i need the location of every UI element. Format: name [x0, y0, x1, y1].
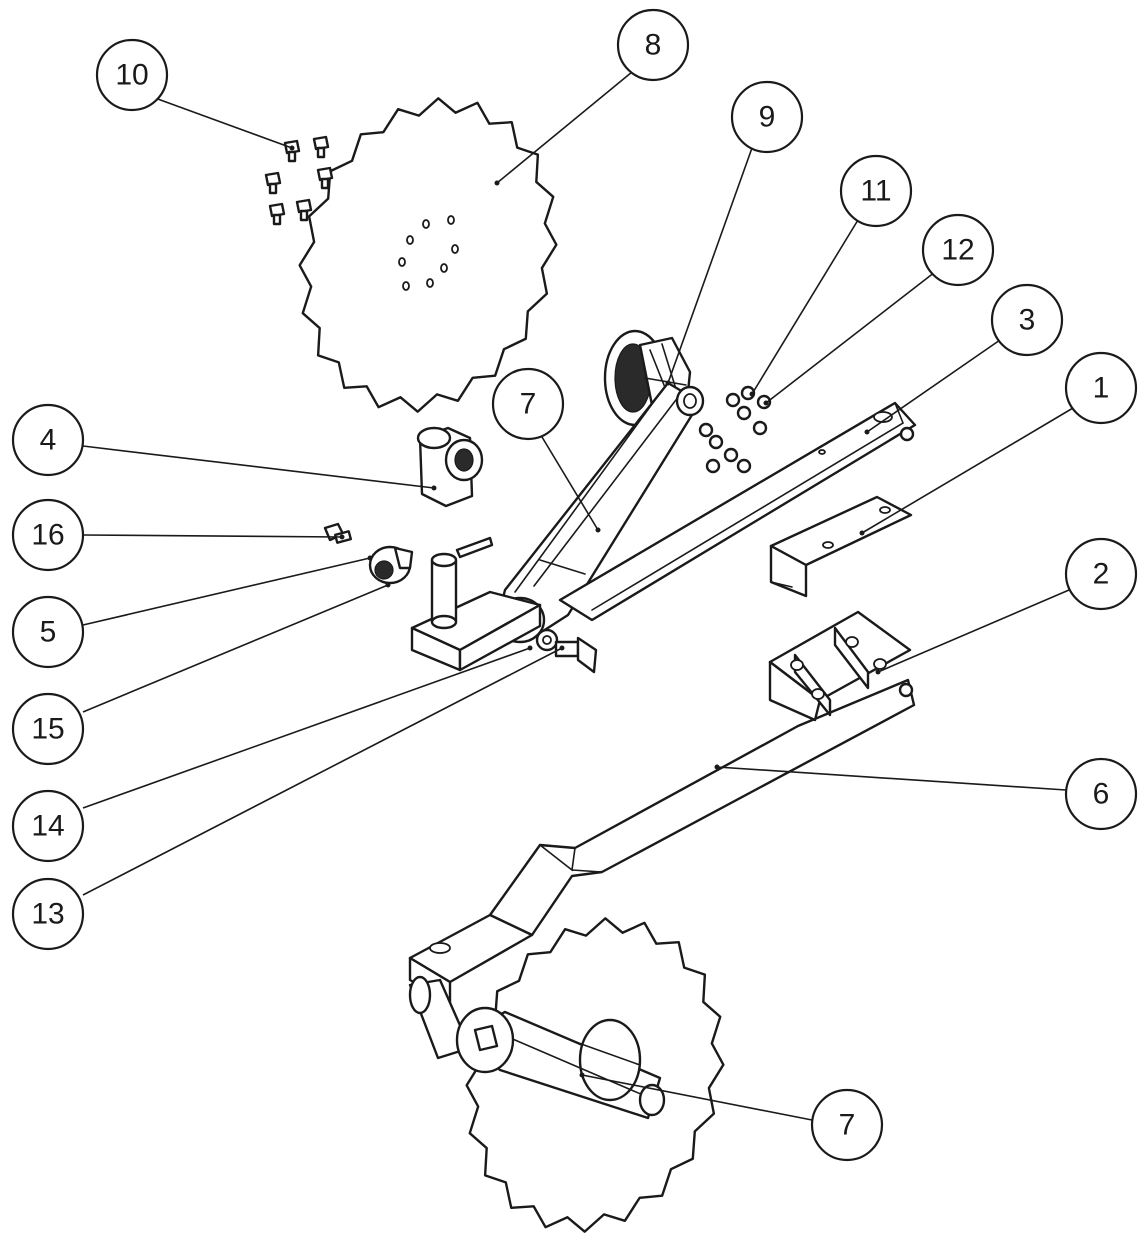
leader-dot	[665, 380, 671, 386]
leader-line	[541, 436, 599, 531]
leader-dot	[367, 555, 373, 561]
callout-6: 6	[1064, 757, 1138, 831]
callout-11: 11	[839, 154, 913, 228]
leader-dot	[763, 400, 769, 406]
disc-top-bolt-holes	[398, 215, 459, 291]
callout-5: 5	[11, 595, 85, 669]
callout-16-label: 16	[31, 519, 64, 552]
leader-dot	[859, 530, 865, 536]
callout-5-label: 5	[40, 616, 57, 649]
leader-line	[496, 71, 633, 184]
leader-line	[716, 766, 1067, 791]
callout-7-lower: 7	[810, 1088, 884, 1162]
callout-7-lower-label: 7	[839, 1109, 856, 1142]
leader-lines	[82, 71, 1074, 1121]
callout-1: 1	[1064, 351, 1138, 425]
leader-line	[82, 534, 343, 538]
leader-line	[82, 647, 531, 809]
callout-4-label: 4	[40, 424, 57, 457]
callout-2-label: 2	[1093, 558, 1110, 591]
leader-dot	[339, 534, 345, 540]
callout-9-label: 9	[759, 101, 776, 134]
leader-dot	[431, 485, 437, 491]
callout-7-upper: 7	[491, 367, 565, 441]
callout-15: 15	[11, 692, 85, 766]
arm-lower	[408, 975, 666, 1120]
leader-line	[667, 147, 753, 384]
callout-8: 8	[616, 8, 690, 82]
small-bolt	[323, 522, 352, 544]
callout-2: 2	[1064, 537, 1138, 611]
callout-15-label: 15	[31, 713, 64, 746]
leader-dot	[864, 429, 870, 435]
callout-4: 4	[11, 403, 85, 477]
callout-3: 3	[990, 283, 1064, 357]
angle-bracket	[769, 495, 913, 598]
leader-line	[581, 1074, 813, 1121]
leader-dot	[289, 145, 295, 151]
nuts-group	[698, 385, 772, 474]
callout-16: 16	[11, 498, 85, 572]
callout-11-label: 11	[860, 175, 891, 208]
leader-line	[82, 584, 389, 713]
callout-7-upper-label: 7	[520, 388, 537, 421]
leader-line	[861, 407, 1074, 534]
split-pin	[455, 536, 494, 559]
leader-line	[82, 647, 563, 896]
washer	[535, 628, 559, 652]
leader-dot	[494, 180, 500, 186]
callout-12-label: 12	[941, 234, 974, 267]
callout-14-label: 14	[31, 810, 64, 843]
leader-dot	[749, 391, 755, 397]
disc-blade-top	[298, 97, 558, 413]
leader-line	[82, 445, 435, 489]
leader-dot	[527, 645, 533, 651]
leader-line	[877, 589, 1070, 673]
bolts-group	[264, 135, 334, 226]
callout-6-label: 6	[1093, 778, 1110, 811]
lower-bar-assembly	[408, 610, 916, 1004]
hex-bolt	[554, 636, 598, 674]
callout-12: 12	[921, 213, 995, 287]
callout-10: 10	[95, 38, 169, 112]
leader-line	[154, 97, 293, 149]
leader-line	[765, 271, 936, 404]
callout-3-label: 3	[1019, 304, 1036, 337]
callout-13: 13	[11, 877, 85, 951]
callout-13-label: 13	[31, 898, 64, 931]
callout-8-label: 8	[645, 29, 662, 62]
callout-10-label: 10	[115, 59, 148, 92]
callout-1-label: 1	[1093, 372, 1110, 405]
main-bar	[558, 401, 917, 622]
leader-line	[751, 219, 859, 395]
leader-dot	[875, 669, 881, 675]
leader-dot	[385, 582, 391, 588]
callout-9: 9	[730, 80, 804, 154]
clamp-block	[416, 426, 484, 508]
leader-dot	[559, 645, 565, 651]
leader-dot	[714, 764, 720, 770]
leader-dot	[579, 1072, 585, 1078]
base-plate	[410, 552, 542, 672]
callout-14: 14	[11, 789, 85, 863]
leader-dot	[595, 527, 601, 533]
leader-line	[866, 339, 1001, 433]
leader-line	[82, 557, 371, 626]
collar	[368, 545, 414, 585]
